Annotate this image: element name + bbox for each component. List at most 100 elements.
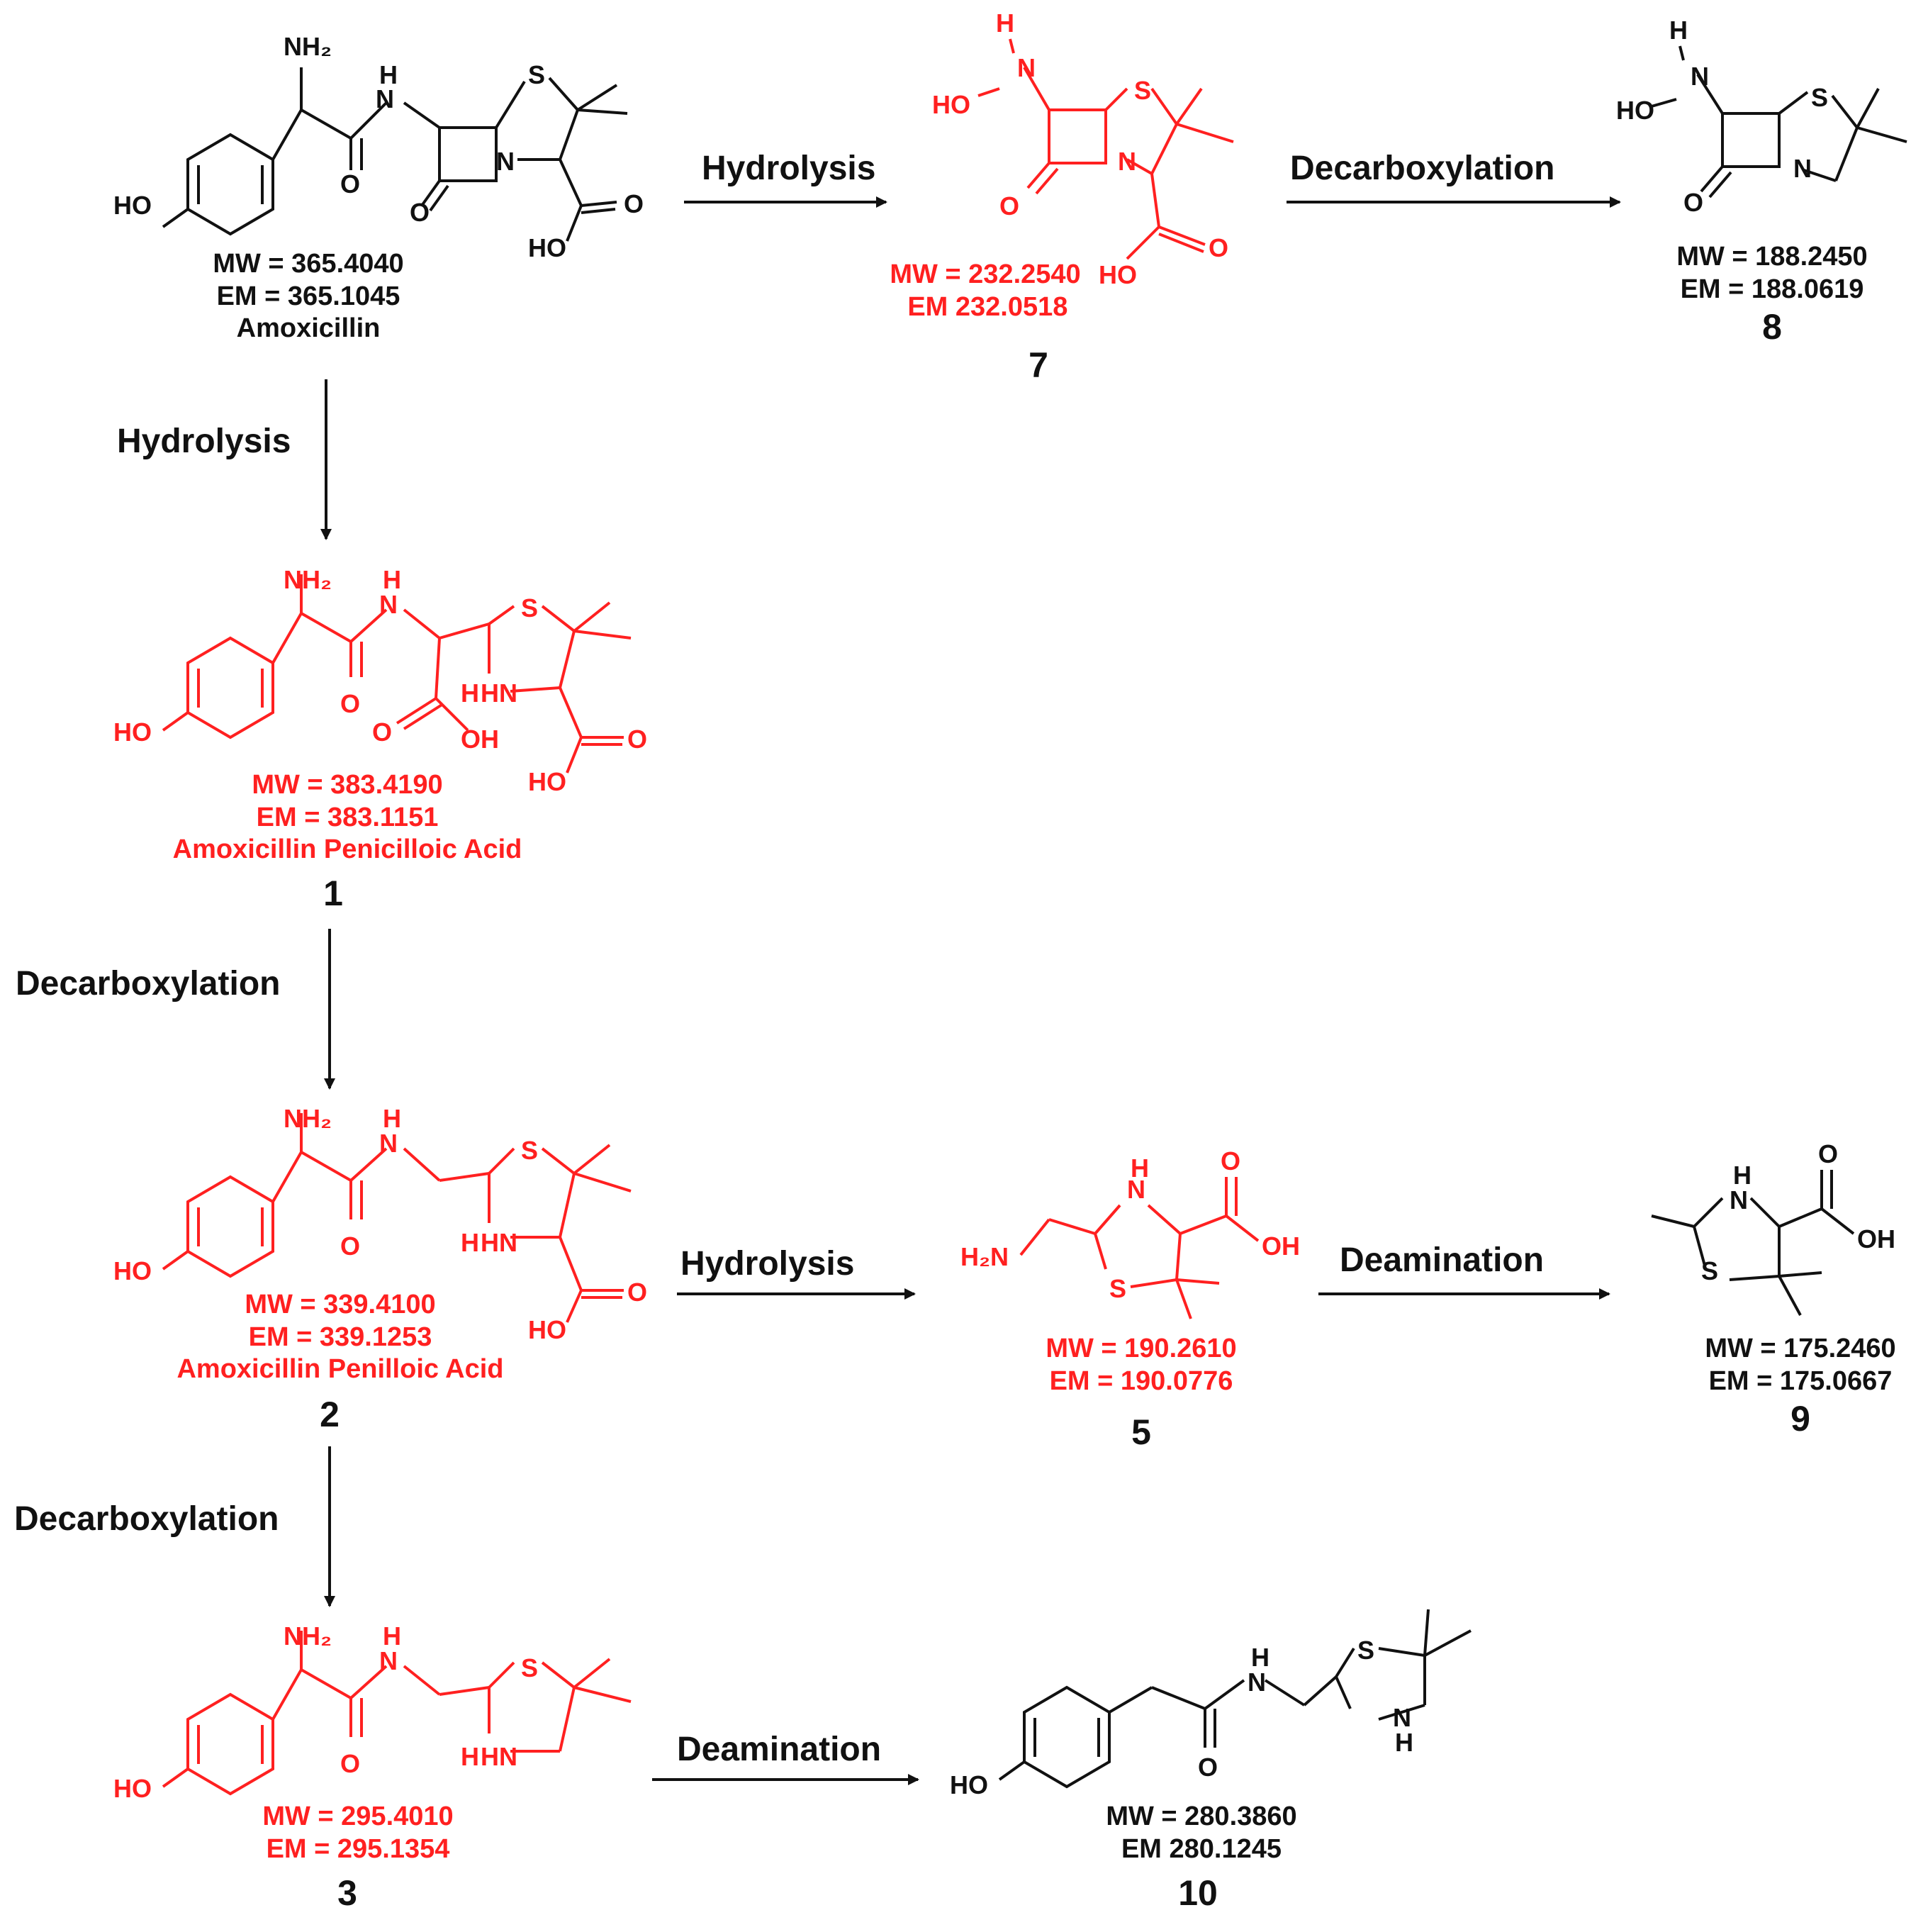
- amoxicillin-mw: MW = 365.4040: [213, 249, 404, 279]
- atom-label-nh2: NH₂: [284, 32, 332, 61]
- atom-label-h: H: [383, 1104, 401, 1133]
- atom-label-nh2: NH₂: [284, 1621, 332, 1651]
- atom-label-ho: HO: [528, 1315, 566, 1344]
- atom-label-h2n: H₂N: [960, 1242, 1009, 1271]
- atom-label-n: N: [496, 147, 515, 176]
- caption-1: MW = 383.4190 EM = 383.1151 Amoxicillin …: [173, 769, 522, 866]
- c7-mw: MW = 232.2540: [890, 259, 1081, 289]
- atom-label-hn: HN: [481, 1228, 517, 1257]
- atom-label-o: O: [340, 689, 360, 718]
- c1-em: EM = 383.1151: [256, 802, 439, 832]
- structure-2: [162, 1113, 632, 1323]
- atom-label-nh: N: [376, 84, 394, 113]
- c2-name: Amoxicillin Penilloic Acid: [176, 1354, 504, 1385]
- atom-label-oh: OH: [1857, 1224, 1895, 1253]
- atom-label-nh: N: [1248, 1668, 1266, 1697]
- c9-em: EM = 175.0667: [1708, 1366, 1893, 1396]
- compound-number-5: 5: [1131, 1412, 1151, 1452]
- atom-label-h: H: [1131, 1154, 1149, 1183]
- atom-label-o: O: [999, 191, 1019, 220]
- atom-label-ho: HO: [932, 90, 970, 119]
- c3-mw: MW = 295.4010: [262, 1802, 454, 1831]
- atom-label-o: O: [340, 1232, 360, 1261]
- atom-label-nh2: NH₂: [284, 1104, 332, 1133]
- compound-number-2: 2: [320, 1395, 340, 1434]
- reaction-label-2-to-3: Decarboxylation: [14, 1500, 279, 1538]
- atom-label-oh: OH: [1262, 1232, 1300, 1261]
- atom-label-ho: HO: [1616, 96, 1654, 125]
- atom-label-s: S: [528, 60, 545, 89]
- structure-5: [1019, 1177, 1260, 1319]
- atom-label-n: N: [1691, 62, 1709, 91]
- atom-label-s: S: [1134, 76, 1151, 105]
- atom-label-h: H: [379, 60, 398, 89]
- atom-label-o: O: [372, 717, 392, 747]
- atom-label-s: S: [521, 1136, 538, 1165]
- atom-label-o: O: [627, 725, 647, 754]
- compound-number-3: 3: [337, 1873, 357, 1913]
- structure-9: [1651, 1170, 1855, 1316]
- c10-em: EM 280.1245: [1121, 1833, 1282, 1864]
- c9-mw: MW = 175.2460: [1705, 1334, 1896, 1363]
- reaction-label-5-to-9: Deamination: [1340, 1241, 1545, 1279]
- caption-amoxicillin: MW = 365.4040 EM = 365.1045 Amoxicillin: [213, 248, 403, 345]
- compound-number-7: 7: [1029, 345, 1048, 385]
- atom-label-o: O: [1221, 1146, 1240, 1176]
- atom-label-n: N: [1017, 53, 1036, 82]
- compound-number-9: 9: [1790, 1399, 1810, 1439]
- atom-label-o: O: [1683, 188, 1703, 217]
- c5-mw: MW = 190.2610: [1046, 1334, 1237, 1363]
- atom-label-s: S: [521, 1653, 538, 1682]
- atom-label-o: O: [340, 169, 360, 199]
- atom-label-ho: HO: [950, 1770, 988, 1799]
- atom-label-nh2: NH₂: [284, 565, 332, 594]
- c8-mw: MW = 188.2450: [1676, 242, 1868, 272]
- atom-label-ho: HO: [113, 717, 152, 747]
- structure-7: [977, 38, 1234, 260]
- c7-em: EM 232.0518: [907, 291, 1068, 322]
- structure-amoxicillin: [162, 67, 628, 242]
- atom-label-nh: N: [379, 1646, 398, 1675]
- caption-2: MW = 339.4100 EM = 339.1253 Amoxicillin …: [176, 1289, 503, 1386]
- atom-label-ho: HO: [113, 191, 152, 220]
- caption-5: MW = 190.2610 EM = 190.0776: [1046, 1333, 1236, 1397]
- atom-label-nh: N: [379, 1129, 398, 1158]
- c2-mw: MW = 339.4100: [245, 1290, 436, 1319]
- atom-label-o: O: [1818, 1139, 1838, 1168]
- atom-label-h: H: [1395, 1728, 1413, 1757]
- structure-8: [1651, 45, 1907, 199]
- compound-number-10: 10: [1178, 1873, 1218, 1913]
- atom-label-hn: HN: [481, 679, 517, 708]
- atom-label-ho: HO: [528, 233, 566, 262]
- atom-label-nh: N: [1127, 1175, 1145, 1204]
- c2-em: EM = 339.1253: [248, 1322, 432, 1352]
- atom-label-h: H: [461, 1228, 479, 1257]
- atom-label-h: H: [461, 679, 479, 708]
- structure-10: [998, 1609, 1472, 1789]
- compound-number-8: 8: [1762, 307, 1782, 347]
- atom-label-h: H: [461, 1742, 479, 1771]
- amoxicillin-em: EM = 365.1045: [216, 281, 400, 311]
- atom-label-h: H: [1251, 1643, 1270, 1672]
- c3-em: EM = 295.1354: [266, 1833, 450, 1864]
- c10-mw: MW = 280.3860: [1106, 1802, 1297, 1831]
- atom-label-s: S: [1109, 1274, 1126, 1303]
- atom-label-s: S: [1357, 1636, 1374, 1665]
- atom-label-o: O: [1198, 1753, 1218, 1782]
- reaction-label-amox-to-1: Hydrolysis: [117, 423, 291, 460]
- reaction-label-1-to-2: Decarboxylation: [16, 965, 281, 1003]
- caption-9: MW = 175.2460 EM = 175.0667 9: [1705, 1333, 1895, 1440]
- caption-3: MW = 295.4010 EM = 295.1354: [262, 1801, 453, 1865]
- caption-10: MW = 280.3860 EM 280.1245: [1106, 1801, 1296, 1865]
- atom-label-nh: N: [379, 590, 398, 619]
- atom-label-s: S: [1701, 1256, 1718, 1285]
- atom-label-ho: HO: [113, 1774, 152, 1803]
- reaction-label-amox-to-7: Hydrolysis: [702, 150, 876, 187]
- compound-number-1: 1: [323, 873, 343, 913]
- caption-8: MW = 188.2450 EM = 188.0619 8: [1676, 241, 1867, 348]
- atom-label-h: H: [1733, 1161, 1752, 1190]
- atom-label-ho: HO: [113, 1256, 152, 1285]
- caption-7: MW = 232.2540 EM 232.0518: [890, 259, 1080, 323]
